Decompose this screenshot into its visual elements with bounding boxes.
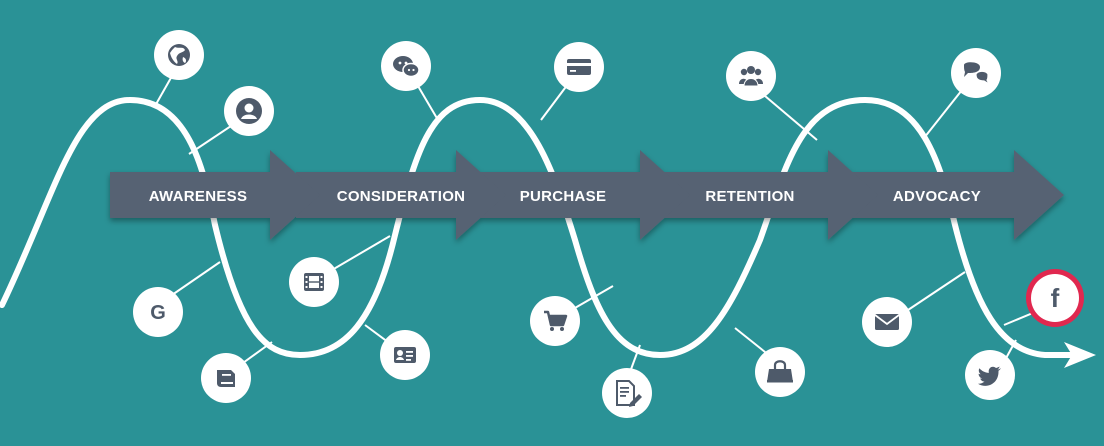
stage-arrow-purchase <box>478 150 690 240</box>
shopping-bag-icon <box>755 347 805 397</box>
stage-label-awareness: AWARENESS <box>149 188 248 205</box>
stage-arrow-advocacy <box>848 150 1064 240</box>
connector-line <box>540 83 569 121</box>
id-card-icon <box>380 330 430 380</box>
stage-arrow-retention <box>662 150 878 240</box>
film-icon <box>289 257 339 307</box>
connector-line <box>734 327 771 357</box>
connector-line <box>923 89 963 139</box>
connector-lines <box>154 75 1041 373</box>
credit-card-icon <box>554 42 604 92</box>
facebook-icon[interactable]: f <box>1026 269 1084 327</box>
connector-line <box>331 235 391 271</box>
globe-icon <box>154 30 204 80</box>
twitter-icon <box>965 350 1015 400</box>
stage-label-retention: RETENTION <box>705 188 794 205</box>
stage-arrow-consideration <box>296 150 506 240</box>
connector-line <box>154 75 173 107</box>
connector-line <box>901 271 966 315</box>
stage-arrow-awareness <box>110 150 320 240</box>
shopping-cart-icon <box>530 296 580 346</box>
connector-line <box>417 85 439 121</box>
stage-label-purchase: PURCHASE <box>520 188 607 205</box>
user-profile-icon <box>224 86 274 136</box>
curve-arrowhead <box>1064 342 1096 368</box>
connector-line <box>171 261 221 296</box>
svg-text:f: f <box>1051 283 1060 313</box>
book-icon <box>201 353 251 403</box>
envelope-icon <box>862 297 912 347</box>
google-icon: G <box>133 287 183 337</box>
svg-text:G: G <box>150 302 166 324</box>
stage-label-consideration: CONSIDERATION <box>337 188 466 205</box>
stage-label-advocacy: ADVOCACY <box>893 188 981 205</box>
connector-line <box>764 95 818 141</box>
group-icon <box>726 51 776 101</box>
speech-bubbles-icon <box>951 48 1001 98</box>
document-edit-icon <box>602 368 652 418</box>
chat-bubbles-icon <box>381 41 431 91</box>
stage-arrows <box>110 150 1064 240</box>
stage-labels: AWARENESS CONSIDERATION PURCHASE RETENTI… <box>149 188 981 205</box>
